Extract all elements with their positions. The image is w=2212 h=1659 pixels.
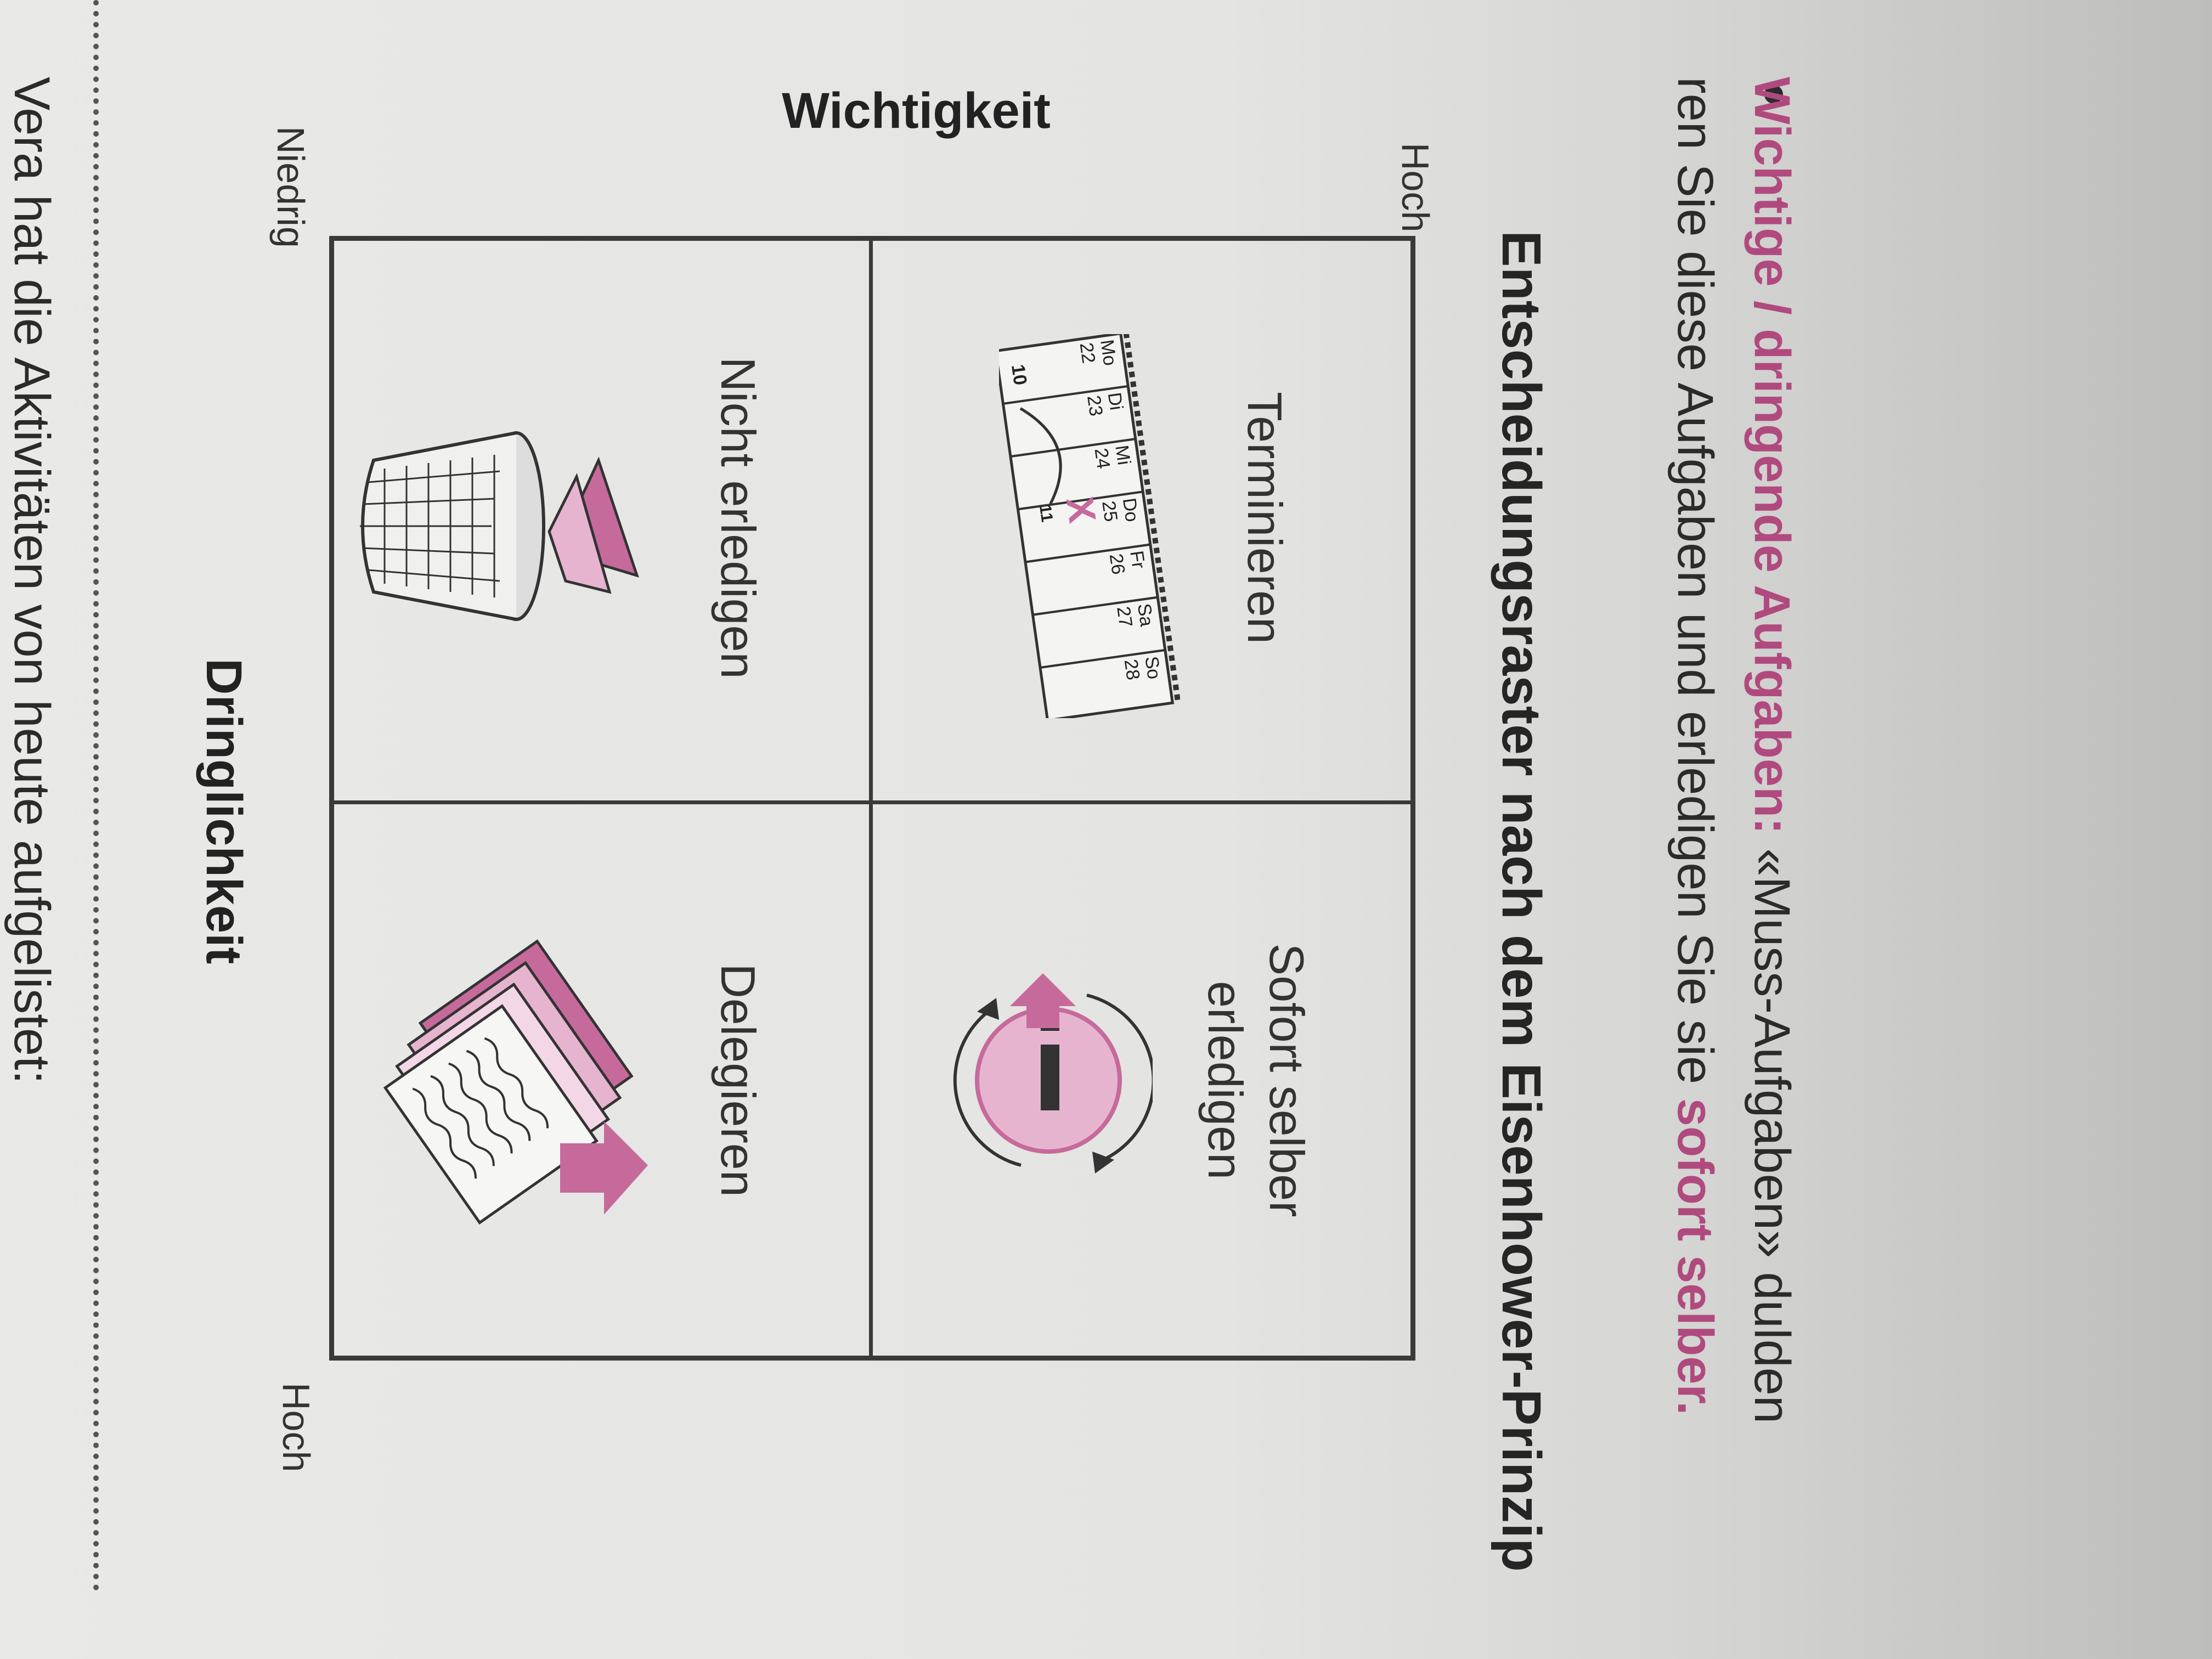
x-axis-high-label: Hoch [275,1383,318,1472]
book-page: Wichtige / dringende Aufgaben: «Muss-Auf… [4,0,1810,1591]
dotted-separator [93,0,99,1591]
calendar-day-label: Di [1104,391,1127,411]
activities-intro: Vera hat die Aktivitäten von heute aufge… [4,77,60,1085]
calendar-day-label: So [1141,655,1164,680]
urgent-alarm-icon [953,973,1153,1173]
calendar-arrow [1019,407,1062,505]
calendar-date-label: 28 [1120,658,1144,681]
x-axis-title: Dringlichkeit [196,658,252,964]
bullet-rest-1: «Muss-Aufgaben» dulden [1744,834,1800,1424]
y-axis-low-label: Niedrig [269,126,312,248]
calendar-date-label: 26 [1105,552,1129,576]
quadrant-label-sofort-2: erledigen [1198,980,1252,1180]
quadrant-nicht-erledigen: Nicht erledigen [332,241,867,795]
calendar-date-label: 24 [1091,447,1114,470]
bullet-emphasis: Wichtige / dringende Aufgaben: [1744,77,1800,834]
quadrant-label-delegieren: Delegieren [711,963,765,1197]
calendar-date-label: 22 [1076,341,1099,365]
calendar-date-label: 23 [1083,394,1107,417]
paper-stack-icon [383,939,648,1225]
calendar-day-label: Mi [1111,444,1135,466]
calendar-time-1: 10 [1007,363,1031,387]
calendar-day-label: Mo [1096,338,1120,367]
calendar-date-label: 27 [1113,605,1136,629]
calendar-day-cell [1039,648,1174,718]
quadrant-label-sofort-1: Sofort selber [1260,943,1314,1217]
bullet-line-2: ren Sie diese Aufgaben und erledigen Sie… [1657,77,1734,1503]
calendar-day-label: Fr [1126,550,1149,570]
calendar-day-label: Sa [1133,602,1157,628]
calendar-date-label: 25 [1098,500,1121,523]
y-axis-title: Wichtigkeit [782,83,1051,139]
bullet-line-2b: sofort selber. [1667,1098,1723,1415]
bullet-line-2a: ren Sie diese Aufgaben und erledigen Sie… [1667,77,1723,1098]
calendar-day-label: Do [1119,496,1143,523]
grid-horizontal-divider [869,241,873,1356]
wastebasket-icon [360,431,639,621]
bullet-paragraph: Wichtige / dringende Aufgaben: «Muss-Auf… [1657,77,1810,1503]
quadrant-label-nicht-erledigen: Nicht erledigen [711,357,765,679]
calendar-time-2: 11 [1036,504,1056,523]
bullet-line-1: Wichtige / dringende Aufgaben: «Muss-Auf… [1734,77,1810,1503]
quadrant-label-terminieren: Terminieren [1238,392,1292,644]
matrix-heading: Entscheidungsraster nach dem Eisenhower-… [1491,230,1552,1572]
quadrant-sofort-erledigen: Sofort selber erledigen [876,803,1410,1357]
quadrant-delegieren: Delegieren [332,803,867,1357]
y-axis-high-label: Hoch [1394,143,1437,233]
calendar-x-mark-icon: X [1058,494,1104,526]
